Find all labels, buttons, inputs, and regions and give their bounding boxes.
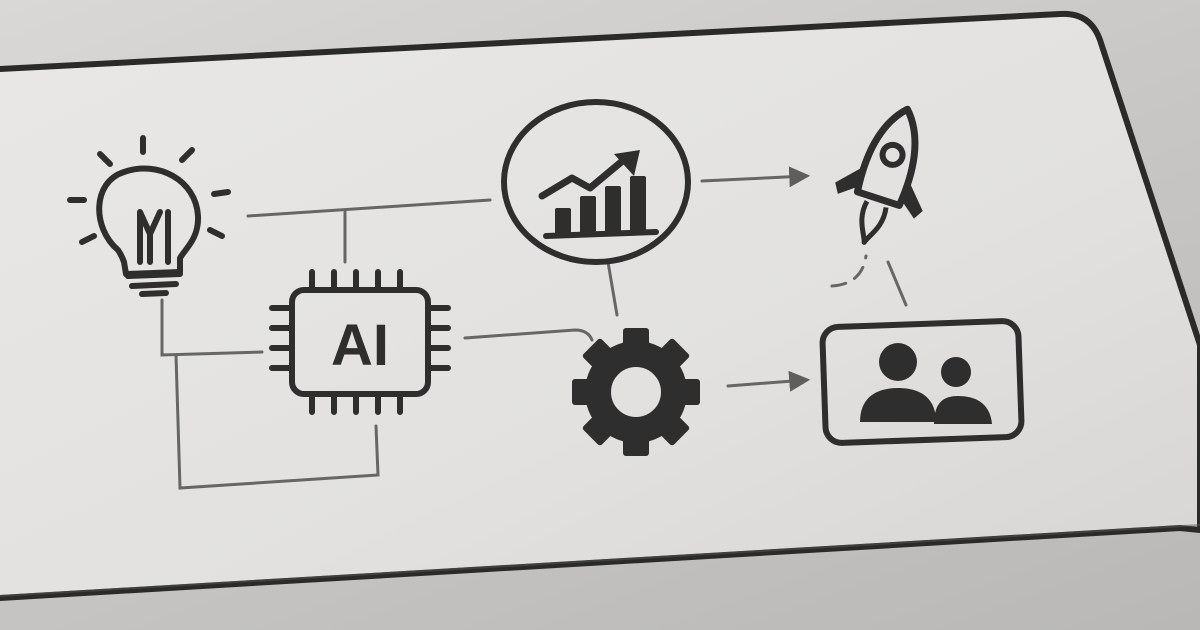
connector-chart-to-gear [606,260,619,317]
arrow-chart-to-rocket [700,166,811,188]
connector-idea-down-loop [160,298,264,357]
connector-rocket-dashed [830,254,868,288]
screen-bezel-edge [0,524,1200,597]
ai-chip-icon: AI [269,269,451,415]
connector-idea-to-chart [246,198,492,218]
ai-chip-label: AI [331,313,389,378]
growth-chart-icon [501,99,691,265]
connector-idea-bottom-loop [174,353,380,490]
team-users-icon [819,318,1025,446]
lightbulb-icon [67,135,231,297]
connector-rocket-to-team [886,260,908,307]
connector-ai-to-gear [463,328,594,342]
connectors [160,166,908,490]
rocket-icon [835,105,923,245]
gear-icon [572,328,700,456]
arrow-gear-to-team [726,370,811,392]
